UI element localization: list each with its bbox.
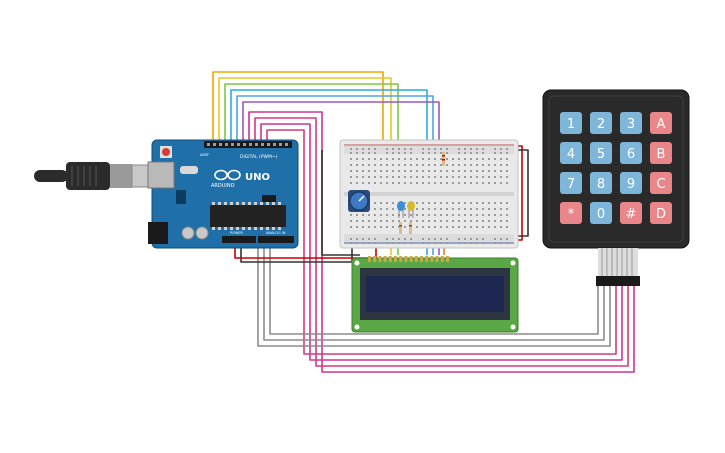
keypad-key-0[interactable]: 0 xyxy=(590,202,612,224)
resistor-2[interactable] xyxy=(409,222,412,234)
arduino-uno-board[interactable]: DIGITAL (PWM~) AREF ARDUINO UNO POWER AN… xyxy=(147,139,299,249)
power-label: POWER xyxy=(230,231,244,235)
crystal xyxy=(180,166,198,174)
keypad-key-label: 3 xyxy=(627,117,635,132)
keypad-key-8[interactable]: 8 xyxy=(590,172,612,194)
keypad-keys: 1 2 3 A 4 5 6 B 7 8 9 C * 0 # D xyxy=(560,112,672,224)
keypad-key-label: 0 xyxy=(597,207,605,222)
keypad-key-4[interactable]: 4 xyxy=(560,142,582,164)
usb-jack xyxy=(147,161,175,189)
keypad-key-label: * xyxy=(568,207,575,222)
wire-gray-1[interactable] xyxy=(257,238,611,347)
wire-black-rail[interactable] xyxy=(321,150,360,256)
keypad-key-label: 8 xyxy=(597,177,605,192)
keypad-connector xyxy=(596,276,640,286)
model-label: UNO xyxy=(245,172,270,183)
keypad-key-b[interactable]: B xyxy=(650,142,672,164)
keypad-key-label: 5 xyxy=(597,147,605,162)
center-channel xyxy=(344,192,514,196)
breadboard[interactable] xyxy=(339,139,519,249)
keypad-key-9[interactable]: 9 xyxy=(620,172,642,194)
icsp-header xyxy=(262,195,276,202)
keypad-4x4[interactable]: 1 2 3 A 4 5 6 B 7 8 9 C * 0 # D xyxy=(542,89,690,286)
keypad-key-star[interactable]: * xyxy=(560,202,582,224)
keypad-key-label: 4 xyxy=(567,147,575,162)
digital-header-label: DIGITAL (PWM~) xyxy=(240,154,278,160)
potentiometer[interactable] xyxy=(348,190,370,212)
breadboard-holes xyxy=(350,148,508,244)
keypad-key-a[interactable]: A xyxy=(650,112,672,134)
led-yellow[interactable] xyxy=(407,201,415,218)
keypad-key-2[interactable]: 2 xyxy=(590,112,612,134)
wire-magenta-3[interactable] xyxy=(260,123,623,361)
wire-orange[interactable] xyxy=(212,71,384,150)
keypad-key-1[interactable]: 1 xyxy=(560,112,582,134)
keypad-key-7[interactable]: 7 xyxy=(560,172,582,194)
keypad-key-3[interactable]: 3 xyxy=(620,112,642,134)
brand-label: ARDUINO xyxy=(211,183,235,189)
keypad-key-label: 2 xyxy=(597,117,605,132)
power-header xyxy=(222,236,256,243)
keypad-key-label: # xyxy=(626,207,637,222)
keypad-key-label: 9 xyxy=(627,177,635,192)
keypad-key-label: 6 xyxy=(627,147,635,162)
lcd-pin-header xyxy=(368,256,449,262)
lcd-screen xyxy=(366,276,504,312)
power-jack xyxy=(148,222,168,244)
capacitor-1 xyxy=(181,226,195,240)
keypad-key-5[interactable]: 5 xyxy=(590,142,612,164)
lcd-16x2[interactable] xyxy=(351,256,519,333)
regulator xyxy=(176,190,186,204)
keypad-key-label: B xyxy=(657,147,666,162)
usb-cable[interactable] xyxy=(34,162,159,190)
keypad-key-label: D xyxy=(656,207,666,222)
resistor-1[interactable] xyxy=(399,222,402,234)
capacitor-2 xyxy=(195,226,209,240)
keypad-key-label: 7 xyxy=(567,177,575,192)
wire-magenta-4[interactable] xyxy=(266,129,617,355)
atmega-chip xyxy=(210,205,286,227)
arduino-logo: ARDUINO xyxy=(211,169,241,189)
wire-magenta-2[interactable] xyxy=(254,117,629,367)
aref-label: AREF xyxy=(200,153,209,157)
keypad-key-hash[interactable]: # xyxy=(620,202,642,224)
wire-gray-3[interactable] xyxy=(269,238,599,335)
keypad-key-6[interactable]: 6 xyxy=(620,142,642,164)
keypad-key-c[interactable]: C xyxy=(650,172,672,194)
resistor-3[interactable] xyxy=(442,152,445,166)
analog-header xyxy=(258,236,294,243)
keypad-key-label: A xyxy=(657,117,666,132)
digital-header xyxy=(204,141,292,148)
analog-label: ANALOG IN xyxy=(266,231,286,235)
keypad-key-label: 1 xyxy=(567,117,575,132)
keypad-key-d[interactable]: D xyxy=(650,202,672,224)
led-blue[interactable] xyxy=(397,201,405,218)
keypad-ribbon xyxy=(596,248,640,286)
keypad-key-label: C xyxy=(656,177,665,192)
wire-gray-2[interactable] xyxy=(263,238,605,341)
